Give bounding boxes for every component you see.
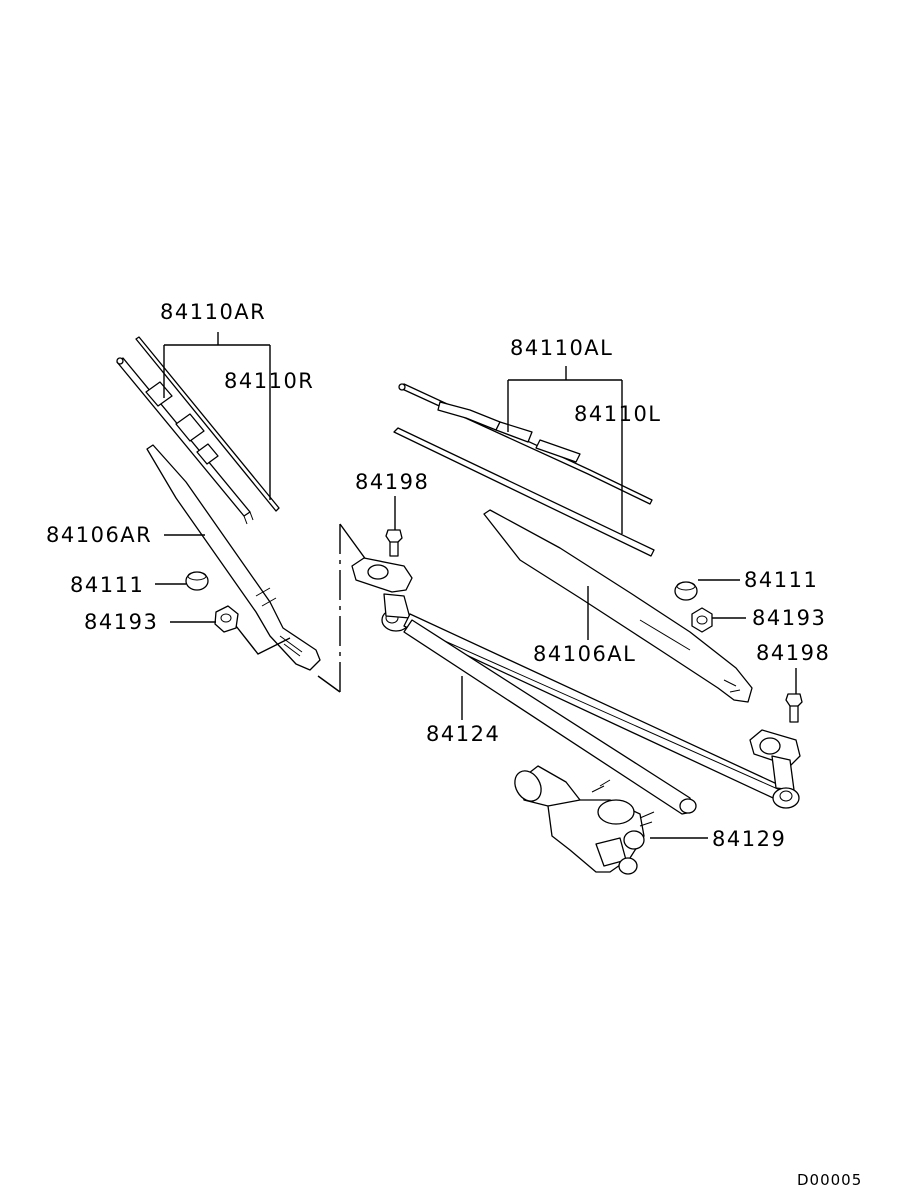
- wiper-blade-right-assembly[interactable]: [116, 336, 280, 525]
- label-84193-left: 84193: [752, 606, 826, 630]
- wiper-arm-left[interactable]: [483, 509, 753, 703]
- cap-right[interactable]: [185, 571, 209, 591]
- label-84110AL: 84110AL: [510, 336, 613, 360]
- label-84111-left: 84111: [744, 568, 818, 592]
- wiper-linkage[interactable]: [351, 557, 801, 815]
- nut-right[interactable]: [214, 605, 239, 633]
- wiper-blade-left-assembly[interactable]: [393, 383, 655, 557]
- label-84110R: 84110R: [224, 369, 314, 393]
- label-84193-right: 84193: [84, 610, 158, 634]
- bolt-right[interactable]: [785, 693, 803, 723]
- diagram-code: D00005: [797, 1171, 862, 1187]
- label-84106AR: 84106AR: [46, 523, 152, 547]
- label-84106AL: 84106AL: [533, 642, 636, 666]
- nut-left[interactable]: [691, 607, 713, 633]
- label-84129: 84129: [712, 827, 786, 851]
- label-84111-right: 84111: [70, 573, 144, 597]
- label-84110AR: 84110AR: [160, 300, 266, 324]
- cap-left[interactable]: [674, 581, 698, 601]
- wiper-motor[interactable]: [510, 765, 655, 875]
- label-84110L: 84110L: [574, 402, 662, 426]
- bolt-center[interactable]: [385, 529, 403, 557]
- wiper-arm-right[interactable]: [146, 444, 321, 671]
- label-84124: 84124: [426, 722, 500, 746]
- leader-lines: [155, 332, 797, 839]
- label-84198-right: 84198: [756, 641, 830, 665]
- label-84198-center: 84198: [355, 470, 429, 494]
